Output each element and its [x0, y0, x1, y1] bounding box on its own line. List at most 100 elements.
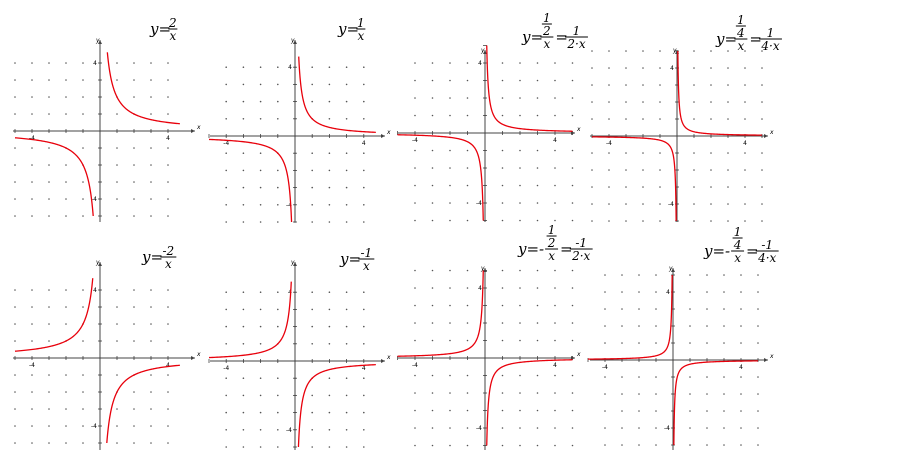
grid-dot	[638, 410, 640, 412]
grid-dot	[116, 215, 118, 217]
formula-label: y=x14=4·x1	[715, 13, 782, 53]
grid-dot	[501, 322, 504, 324]
grid-dot	[225, 377, 227, 380]
grid-dot	[740, 325, 742, 327]
grid-dot	[414, 269, 416, 272]
grid-dot	[689, 342, 691, 344]
grid-dot	[727, 101, 729, 103]
y-tick-label: -4	[664, 425, 670, 432]
grid-dot	[82, 442, 84, 444]
grid-dot	[625, 152, 627, 154]
grid-dot	[501, 97, 504, 99]
grid-dot	[761, 101, 763, 103]
grid-dot	[431, 149, 434, 152]
grid-dot	[14, 147, 16, 149]
grid-dot	[591, 152, 593, 154]
grid-dot	[65, 62, 67, 64]
formula-text: =	[555, 28, 568, 46]
grid-dot	[519, 409, 521, 412]
x-tick-label: 4	[743, 140, 747, 147]
grid-dot	[242, 118, 245, 120]
grid-dot	[655, 325, 657, 327]
grid-dot	[277, 429, 279, 431]
x-tick-label: -4	[606, 140, 612, 147]
grid-dot	[466, 304, 469, 307]
y-axis-label: y	[480, 47, 485, 54]
grid-dot	[259, 446, 262, 448]
grid-dot	[259, 343, 262, 345]
x-axis-label: x	[196, 351, 201, 358]
x-axis-label: x	[386, 354, 391, 361]
y-tick-label: 4	[93, 287, 97, 294]
curve-right-branch	[106, 364, 180, 444]
grid-dot	[82, 198, 84, 200]
grid-dot	[31, 79, 33, 81]
grid-dot	[363, 221, 365, 223]
grid-dot	[242, 394, 245, 397]
grid-dot	[757, 308, 759, 310]
grid-dot	[625, 84, 627, 86]
x-axis-arrow-icon	[191, 356, 195, 360]
grid-dot	[519, 322, 521, 324]
grid-dot	[414, 184, 416, 187]
grid-dot	[31, 215, 33, 217]
grid-dot	[167, 96, 169, 98]
grid-dot	[706, 376, 708, 378]
grid-dot	[277, 411, 279, 414]
grid-dot	[655, 410, 657, 412]
grid-dot	[642, 186, 644, 188]
fraction-numerator: 2	[547, 236, 556, 250]
grid-dot	[48, 198, 50, 200]
grid-dot	[277, 221, 279, 223]
grid-dots	[14, 62, 169, 217]
grid-dot	[242, 204, 245, 206]
grid-dot	[345, 394, 348, 397]
grid-dot	[536, 444, 539, 447]
grid-dot	[48, 340, 50, 342]
grid-dot	[655, 308, 657, 310]
grid-dot	[167, 374, 169, 376]
grid-dot	[693, 152, 695, 154]
grid-dot	[225, 83, 227, 86]
grid-dot	[48, 113, 50, 115]
grid-dot	[363, 152, 365, 154]
grid-dot	[65, 408, 67, 410]
grid-dot	[31, 306, 33, 308]
grid-dot	[466, 219, 469, 222]
grid-dot	[554, 219, 556, 222]
grid-dot	[693, 220, 695, 222]
grid-dot	[727, 84, 729, 86]
grid-dot	[259, 377, 262, 380]
grid-dot	[363, 325, 365, 328]
grid-dot	[14, 306, 16, 308]
grid-dot	[761, 169, 763, 171]
grid-dot	[449, 444, 451, 447]
grid-dot	[225, 118, 227, 120]
grid-dot	[554, 427, 556, 429]
grid-dot	[501, 339, 504, 342]
grid-dot	[466, 287, 469, 289]
grid-dot	[414, 444, 416, 447]
grid-dot	[621, 308, 623, 310]
y-tick-label: 4	[478, 60, 482, 67]
grid-dot	[414, 219, 416, 222]
x-axis-arrow-icon	[571, 356, 575, 360]
y-tick-label: 4	[478, 285, 482, 292]
x-tick-label: -4	[412, 137, 418, 144]
grid-dot	[655, 342, 657, 344]
grid-dot	[431, 427, 434, 429]
fraction-denominator: x	[737, 39, 744, 53]
x-axis-label: x	[386, 129, 391, 136]
x-axis-label: x	[576, 126, 581, 133]
grid-dot	[225, 429, 227, 431]
grid-dot	[133, 425, 135, 427]
grid-dot	[501, 167, 504, 169]
fraction-numerator: 1	[734, 225, 742, 239]
grid-dot	[621, 427, 623, 429]
grid-dot	[519, 184, 521, 187]
grid-dot	[311, 152, 314, 154]
x-tick-label: -4	[29, 362, 35, 369]
grid-dot	[82, 340, 84, 342]
grid-dot	[554, 409, 556, 412]
